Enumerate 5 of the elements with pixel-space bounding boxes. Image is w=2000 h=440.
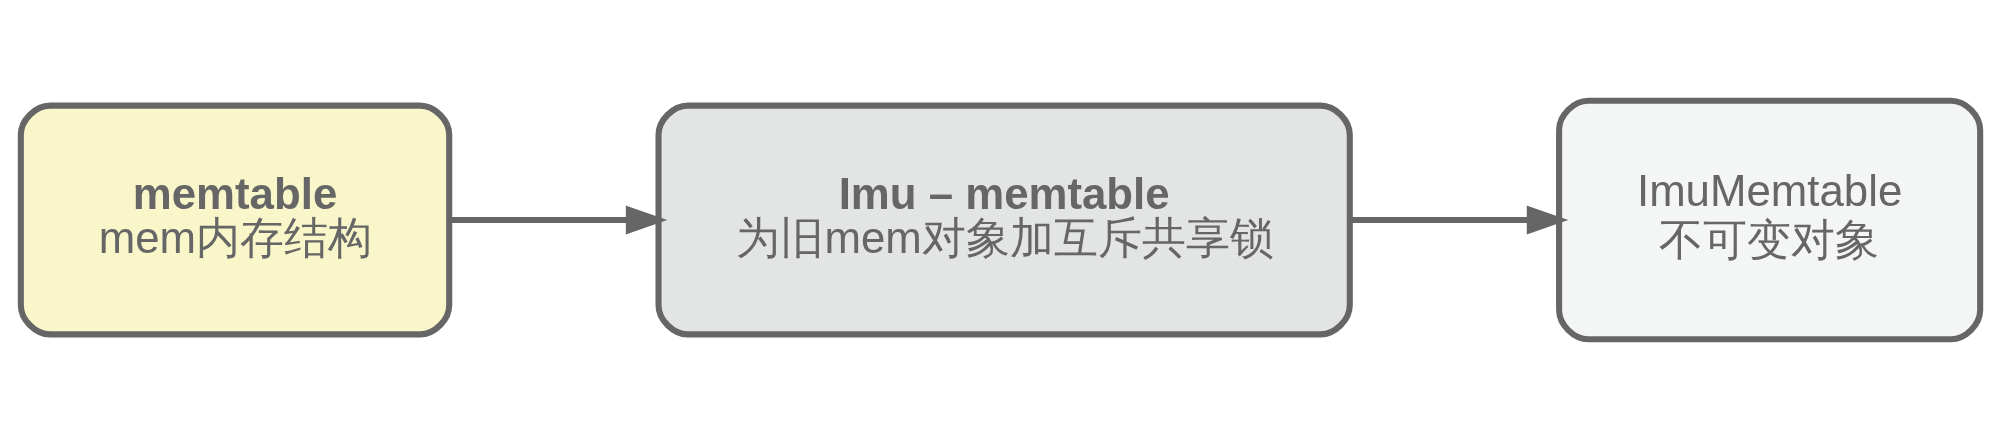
node-box: ImuMemtable 不可变对象 [1555,97,1983,343]
node-box: memtable mem内存结构 [17,102,452,338]
node-box: Imu – memtable 为旧mem对象加互斥共享锁 [655,102,1353,338]
arrow [448,205,667,235]
arrow [1349,205,1568,235]
